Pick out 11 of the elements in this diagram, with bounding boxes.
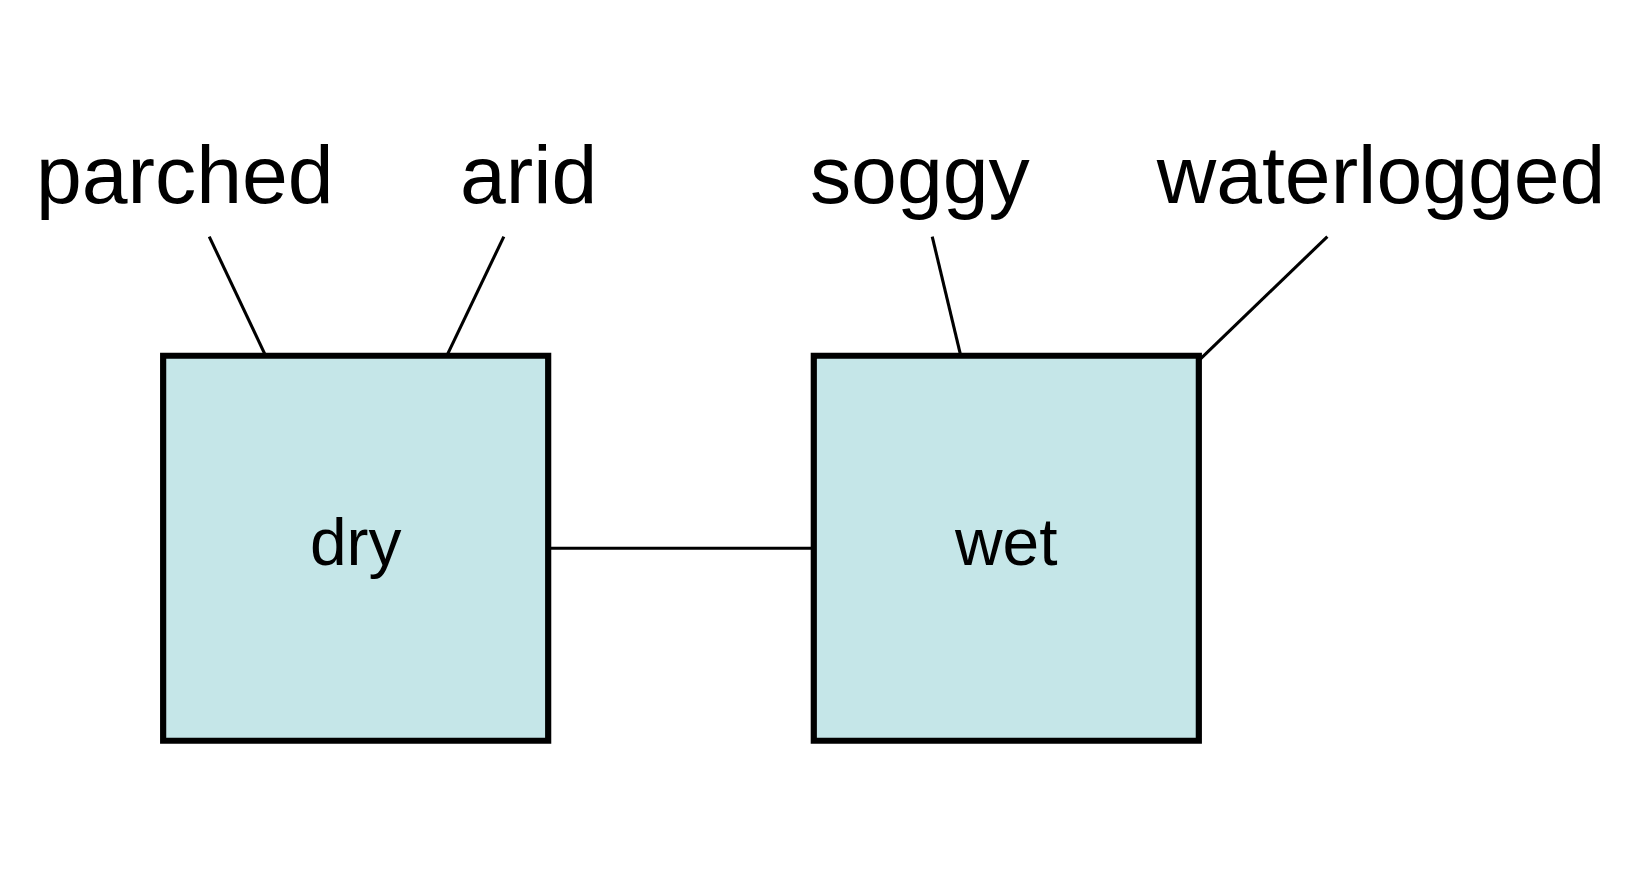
connector — [207, 235, 267, 356]
connector — [930, 235, 963, 355]
connector — [1198, 234, 1329, 361]
node-text: waterlogged — [1156, 127, 1606, 220]
node-text: soggy — [809, 127, 1030, 220]
node-box: wet — [810, 352, 1202, 744]
node-text: parched — [35, 127, 334, 220]
connector — [548, 546, 814, 550]
connector — [445, 235, 506, 356]
node-box: dry — [160, 352, 552, 744]
node-text: arid — [459, 127, 598, 220]
